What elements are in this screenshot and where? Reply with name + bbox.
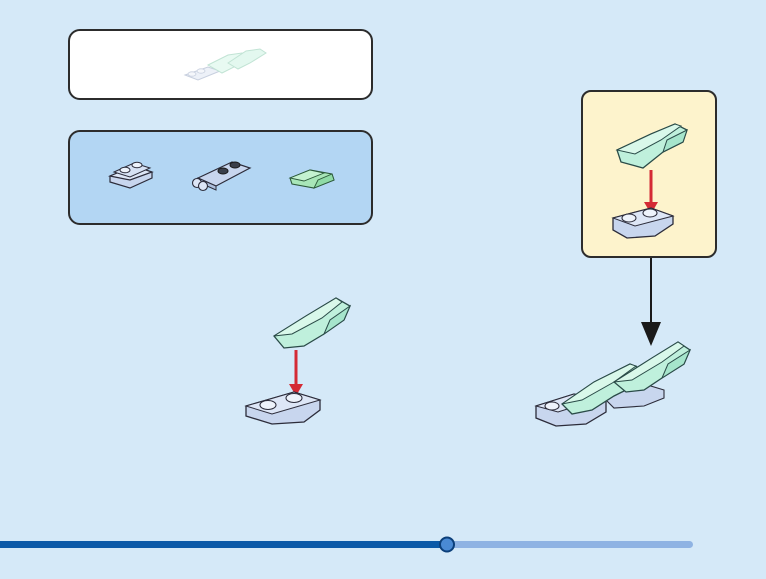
progress-marker xyxy=(440,538,454,552)
sub-assembly-callout xyxy=(581,90,717,258)
plate-with-clips-icon xyxy=(188,150,256,192)
trans-curved-slope-icon xyxy=(274,298,350,348)
progress-fill xyxy=(0,541,447,548)
trans-curved-slope-icon xyxy=(617,124,687,168)
arrow-down-icon xyxy=(636,258,666,350)
model-preview-panel xyxy=(68,29,373,100)
inverted-slope-plate-icon xyxy=(246,392,320,424)
inverted-slope-plate-icon xyxy=(108,150,156,190)
inverted-slope-plate-icon xyxy=(613,208,673,238)
step-assembly-drawing xyxy=(244,292,354,432)
curved-slope-icon xyxy=(288,166,338,192)
finished-fin-model-icon xyxy=(180,43,270,88)
page-number xyxy=(720,534,760,554)
progress-bar xyxy=(0,535,766,555)
parts-list-panel xyxy=(68,130,373,225)
sub-assembly-drawing xyxy=(611,108,691,243)
combined-assembly-drawing xyxy=(534,338,694,438)
